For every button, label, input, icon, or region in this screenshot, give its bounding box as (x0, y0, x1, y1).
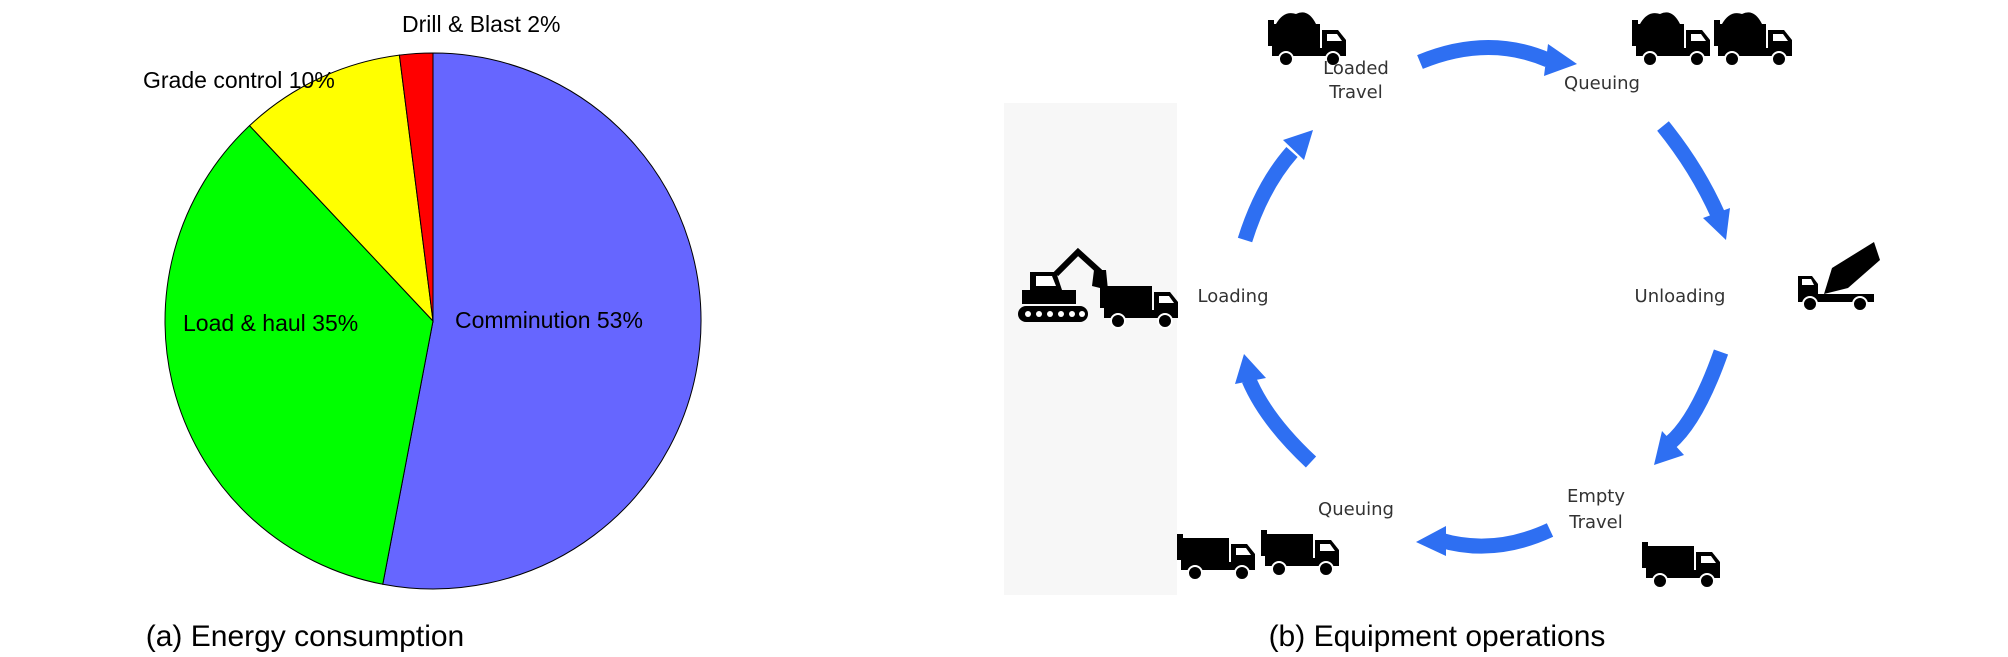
stage-label-unloading: Unloading (1635, 286, 1726, 307)
arrow-empty-travel-to-queuing (1416, 523, 1554, 556)
truck-icon-queuing-top-2 (1714, 12, 1792, 66)
stage-label-empty: Empty (1567, 486, 1625, 507)
pie-label-load-haul: Load & haul 35% (183, 310, 358, 336)
pie-slice-grade-control (248, 54, 434, 323)
truck-icon-unloading (1797, 241, 1881, 312)
stage-label-queuing-bottom: Queuing (1318, 499, 1394, 520)
arrow-queuing-to-unloading (1657, 121, 1730, 240)
truck-icon-empty-travel (1641, 541, 1721, 589)
pie-label-grade-control: Grade control 10% (143, 67, 335, 93)
caption-b: (b) Equipment operations (1269, 620, 1606, 653)
energy-pie-chart (164, 52, 702, 590)
caption-a: (a) Energy consumption (146, 620, 465, 653)
arrow-loaded-to-queuing (1417, 40, 1577, 76)
stage-label-travel: Travel (1328, 82, 1383, 103)
stage-label-loading: Loading (1197, 286, 1268, 307)
arrow-loading-to-loaded-travel (1237, 130, 1313, 243)
cycle-arrows (1235, 40, 1730, 556)
arrow-queuing-to-loading (1235, 354, 1317, 468)
stage-label-empty-travel: Travel (1568, 512, 1623, 533)
pie-label-comminution: Comminution 53% (455, 307, 643, 333)
pie-slice-comminution (382, 52, 702, 590)
truck-icon-queuing-bottom-2 (1260, 529, 1340, 577)
pie-slice-load-haul (164, 124, 434, 585)
truck-icon-queuing-top-1 (1632, 12, 1710, 66)
arrow-unloading-to-empty-travel (1654, 349, 1729, 465)
stage-label-queuing-top: Queuing (1564, 73, 1640, 94)
pie-slice-drill-blast (398, 52, 434, 322)
truck-icon-queuing-bottom-1 (1176, 533, 1256, 581)
stage-label-loaded: Loaded (1323, 58, 1389, 79)
pie-label-drill-blast: Drill & Blast 2% (402, 11, 560, 37)
loading-area-background (1004, 103, 1177, 595)
